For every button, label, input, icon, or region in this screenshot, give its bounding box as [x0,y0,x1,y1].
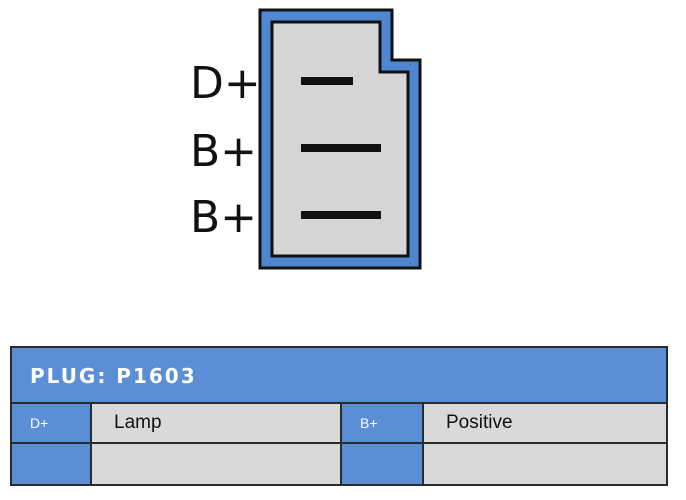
connector-drawing [258,8,422,270]
pin-blade-b-plus-2 [301,211,381,219]
pin-label-b-plus-1: B+ [190,126,258,177]
pin-code-cell [12,444,92,484]
connector-diagram: D+ B+ B+ [190,8,422,270]
pin-code-cell: B+ [342,404,424,442]
plug-title: PLUG: P1603 [12,348,666,404]
table-row: D+ Lamp B+ Positive [12,404,666,444]
pin-blade-b-plus-1 [301,144,381,152]
pin-description-cell [92,444,342,484]
pin-description-cell: Lamp [92,404,342,442]
pin-description-cell: Positive [424,404,666,442]
pin-label-d-plus: D+ [190,58,261,109]
plug-table: PLUG: P1603 D+ Lamp B+ Positive [10,346,668,486]
pin-code-cell: D+ [12,404,92,442]
pin-blade-d-plus [301,77,353,85]
pin-label-b-plus-2: B+ [190,192,258,243]
pin-code-cell [342,444,424,484]
table-row [12,444,666,484]
pin-description-cell [424,444,666,484]
